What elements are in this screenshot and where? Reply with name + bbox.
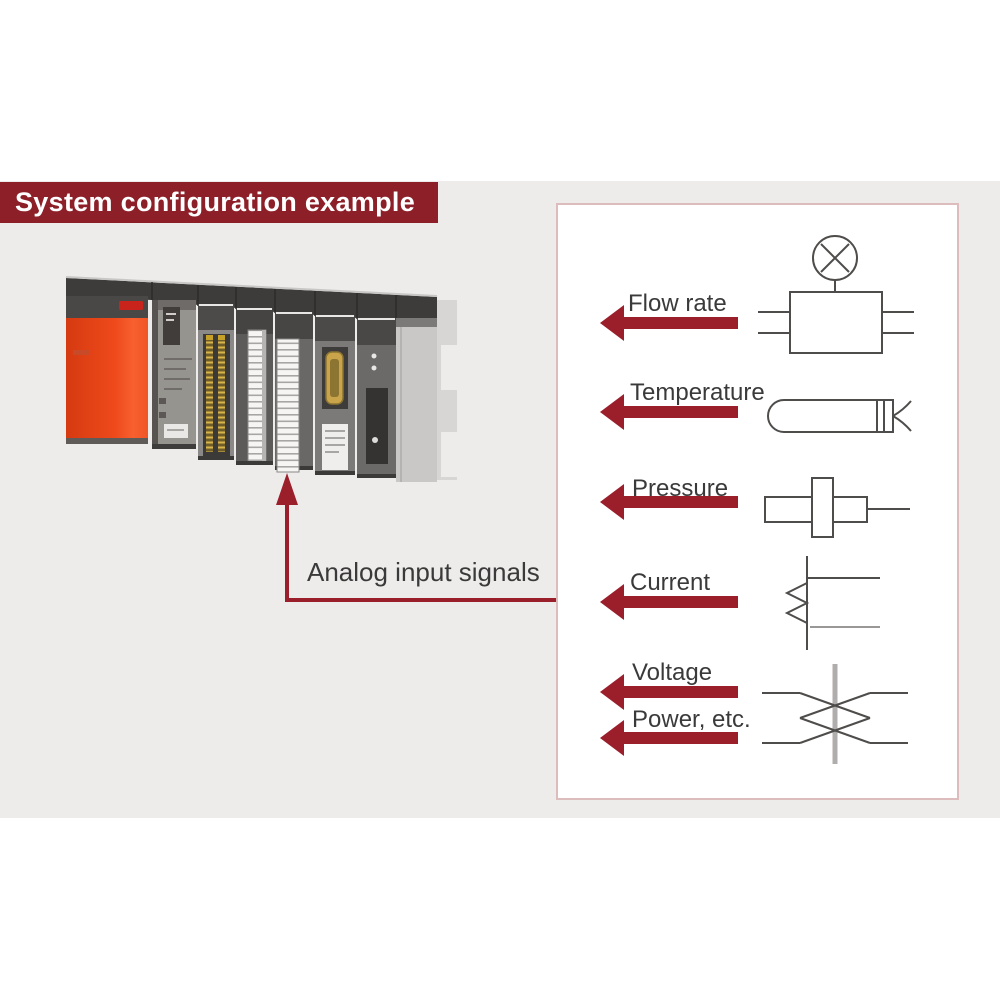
temperature-arrow [600,394,738,430]
current-label: Current [630,569,711,596]
rack-roof [65,276,438,332]
temperature-label: Temperature [630,379,765,406]
voltage-label: Voltage [632,659,713,686]
analog-input-module [275,312,313,473]
mounting-bracket [396,300,458,482]
cpu-module [152,300,196,449]
title-banner: System configuration example [0,182,438,223]
pressure-arrow [600,484,738,520]
arrow-shaft [620,686,738,698]
flow-rate-label: Flow rate [628,290,727,317]
arrow-shaft [620,732,738,744]
flow-rate-arrow [600,305,738,341]
power-label: Power, etc. [632,706,751,733]
power-arrow [600,720,738,756]
arrow-shaft [620,596,738,608]
analog-arrow-line-horizontal [285,598,558,602]
arrow-shaft [620,317,738,329]
terminal-io-module [236,308,273,465]
analog-arrow-head [276,473,298,505]
connector-io-module [198,304,234,460]
plc-unit-illustration [65,276,458,482]
analog-input-signals-label: Analog input signals [307,557,540,587]
psu-module [66,296,148,444]
voltage-arrow [600,674,738,710]
display-module [315,315,355,475]
io-module [357,318,396,478]
melsec-logo [119,301,143,310]
arrow-shaft [620,496,738,508]
current-arrow [600,584,738,620]
page-title: System configuration example [15,187,416,217]
arrow-shaft [620,406,738,418]
analog-arrow-line-vertical [285,504,289,600]
